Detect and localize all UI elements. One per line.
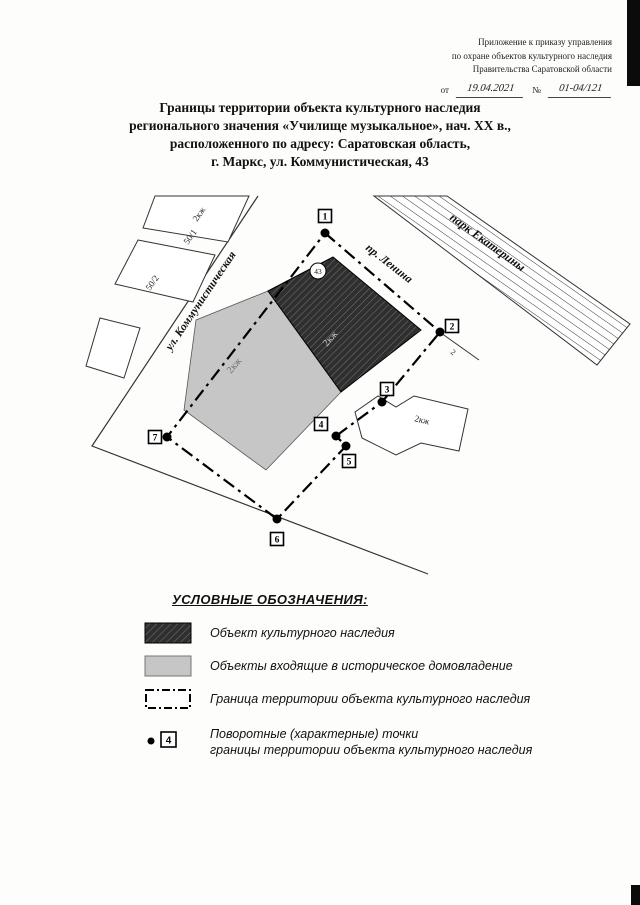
boundary-point-dot <box>341 441 351 451</box>
title-line-3: расположенного по адресу: Саратовская об… <box>169 136 471 152</box>
page-title: Границы территории объекта культурного н… <box>70 99 570 171</box>
boundary-point-dot <box>377 397 387 407</box>
number-label: № <box>532 84 541 95</box>
header-line-1: Приложение к приказу управления <box>478 37 612 47</box>
heritage-swatch <box>144 622 192 644</box>
park-strip <box>372 195 631 366</box>
svg-text:1: 1 <box>323 213 328 223</box>
boundary-point-marker-1: 1 <box>317 208 333 224</box>
territory-boundary <box>165 231 442 521</box>
neighbor-building-outline <box>354 395 469 456</box>
building-block-c <box>85 317 141 379</box>
header-line-3: Правительства Саратовской области <box>472 64 612 74</box>
legend-label-heritage: Объект культурного наследия <box>210 625 395 640</box>
small-label-2: 2 <box>449 347 458 357</box>
scan-artifact-bottom <box>631 885 640 905</box>
boundary-point-marker-3: 3 <box>379 381 395 397</box>
legend-title: УСЛОВНЫЕ ОБОЗНАЧЕНИЯ: <box>172 592 368 607</box>
legend-label-points: Поворотные (характерные) точки границы т… <box>210 726 532 759</box>
svg-text:6: 6 <box>275 536 280 546</box>
legend-row-heritage: Объект культурного наследия <box>144 622 598 644</box>
scan-artifact-top <box>627 0 640 86</box>
legend-label-household: Объекты входящие в историческое домовлад… <box>210 658 513 673</box>
boundary-point-dot <box>435 327 445 337</box>
house-number-circle <box>309 262 327 280</box>
title-line-1: Границы территории объекта культурного н… <box>159 100 481 115</box>
boundary-point-marker-4: 4 <box>313 416 329 432</box>
from-label: от <box>440 84 449 95</box>
boundary-point-dot <box>272 514 282 524</box>
boundary-point-marker-6: 6 <box>269 531 285 547</box>
svg-text:3: 3 <box>385 386 390 396</box>
boundary-swatch <box>145 689 191 709</box>
house-number-label: 43 <box>314 267 322 276</box>
title-line-2: регионального значения «Училище музыкаль… <box>129 118 511 134</box>
legend: УСЛОВНЫЕ ОБОЗНАЧЕНИЯ: Объект культурного… <box>108 592 598 770</box>
boundary-point-marker-2: 2 <box>444 318 460 334</box>
document-header: Приложение к приказу управления по охран… <box>282 36 614 98</box>
svg-text:4: 4 <box>319 421 324 431</box>
header-line-2: по охране объектов культурного наследия <box>451 50 612 61</box>
street-extension-line <box>440 332 480 361</box>
boundary-point-marker-5: 5 <box>341 453 357 469</box>
neighbor-building-label: 2кж <box>414 413 432 427</box>
svg-text:4: 4 <box>166 736 172 747</box>
boundary-point-dot <box>320 228 330 238</box>
title-line-4: г. Маркс, ул. Коммунистическая, 43 <box>211 154 429 170</box>
street-label-lenina: пр. Ленина <box>363 242 415 286</box>
legend-label-points-line2: границы территории объекта культурного н… <box>210 743 533 758</box>
header-ref-line: от 19.04.2021 № 01-04/121 <box>282 80 614 98</box>
household-building <box>183 290 342 471</box>
boundary-point-dot <box>162 432 172 442</box>
svg-text:2: 2 <box>450 323 455 333</box>
legend-label-points-line1: Поворотные (характерные) точки <box>210 727 419 741</box>
building-block-b <box>114 239 216 303</box>
svg-text:5: 5 <box>347 458 352 468</box>
household-swatch <box>144 655 192 677</box>
legend-row-boundary: Граница территории объекта культурного н… <box>144 688 598 710</box>
point-marker-sample: 4 <box>147 731 177 748</box>
svg-text:7: 7 <box>153 434 158 444</box>
legend-row-points: 4 Поворотные (характерные) точки границы… <box>144 726 598 759</box>
boundary-point-marker-7: 7 <box>147 429 163 445</box>
building-block-a <box>142 195 250 243</box>
boundary-point-dot <box>331 431 341 441</box>
legend-row-household: Объекты входящие в историческое домовлад… <box>144 655 598 677</box>
legend-label-boundary: Граница территории объекта культурного н… <box>210 691 531 706</box>
